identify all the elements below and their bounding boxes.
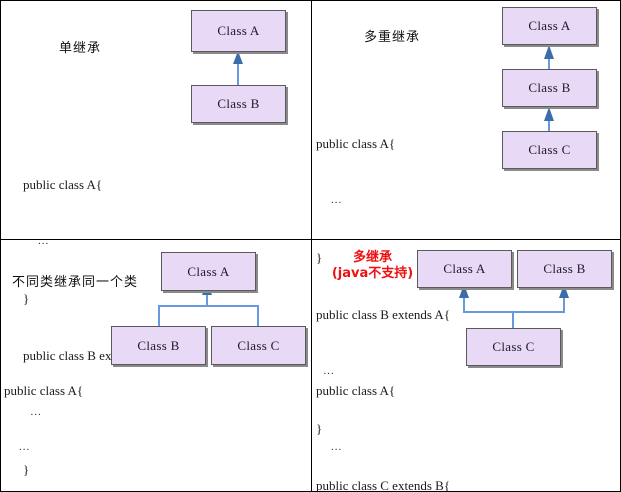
code-line: ... [316, 194, 343, 206]
class-box-b[interactable]: Class B [111, 326, 206, 365]
class-box-label: Class B [528, 80, 571, 95]
class-box-label: Class B [137, 337, 180, 353]
code-line: } [23, 291, 30, 306]
quadrant-hierarchical-inheritance: 不同类继承同一个类 Class A Class B Class C public… [1, 240, 311, 491]
class-box-c[interactable]: Class C [502, 131, 597, 169]
code-line: public class A{ [4, 383, 84, 398]
code-line: public class A{ [23, 177, 103, 192]
class-box-label: Class A [187, 263, 230, 279]
class-box-label: Class B [543, 261, 586, 276]
code-line: ... [4, 441, 31, 453]
code-line: ... [23, 406, 42, 418]
class-box-c[interactable]: Class C [211, 326, 306, 365]
vertical-divider [311, 1, 312, 491]
quadrant-multilevel-inheritance: 多重继承 Class A Class B Class C public clas… [312, 1, 620, 491]
quadrant-single-inheritance: 单继承 Class A Class B public class A{ ... … [1, 1, 311, 477]
code-line: ... [23, 235, 50, 247]
class-box-label: Class C [237, 337, 280, 353]
code-block-hierarchical: public class A{ ... } public class B ext… [4, 343, 138, 491]
horizontal-divider [1, 239, 620, 240]
class-box-label: Class C [528, 142, 571, 157]
class-box-label: Class A [217, 23, 260, 38]
code-line: public class C extends B{ [316, 478, 451, 492]
code-line: } [316, 421, 323, 436]
class-box-label: Class B [217, 96, 260, 111]
class-box-a[interactable]: Class A [417, 250, 512, 288]
code-line: ... [316, 441, 343, 453]
code-line: ... [316, 365, 335, 377]
heading-hierarchical-inheritance: 不同类继承同一个类 [12, 275, 139, 290]
heading-multilevel-inheritance: 多重继承 [364, 30, 421, 45]
class-box-label: Class A [528, 18, 571, 33]
code-line: public class B extends A{ [316, 307, 451, 322]
code-line: } [23, 462, 30, 477]
heading-multiple-inheritance-line1: 多继承 [352, 250, 392, 265]
heading-single-inheritance: 单继承 [59, 41, 102, 56]
code-line: } [316, 250, 323, 265]
class-box-c[interactable]: Class C [466, 328, 561, 366]
code-line: public class A{ [316, 383, 396, 398]
class-box-a[interactable]: Class A [161, 252, 256, 291]
heading-multiple-inheritance: 多继承 (java不支持) [320, 250, 425, 283]
class-box-b[interactable]: Class B [502, 69, 597, 107]
heading-multiple-inheritance-line2: (java不支持) [331, 266, 414, 282]
quadrant-multiple-inheritance: 多继承 (java不支持) Class A Class B Class C pu… [312, 240, 620, 491]
code-block-multiple: public class A{ ... } public class B{ ..… [316, 343, 462, 491]
class-box-b[interactable]: Class B [517, 250, 612, 288]
class-box-label: Class C [492, 339, 535, 354]
code-line: public class A{ [316, 136, 396, 151]
class-box-a[interactable]: Class A [502, 7, 597, 45]
code-block-multilevel: public class A{ ... } public class B ext… [316, 96, 451, 492]
class-box-a[interactable]: Class A [191, 10, 286, 52]
class-box-b[interactable]: Class B [191, 85, 286, 123]
class-box-label: Class A [443, 261, 486, 276]
